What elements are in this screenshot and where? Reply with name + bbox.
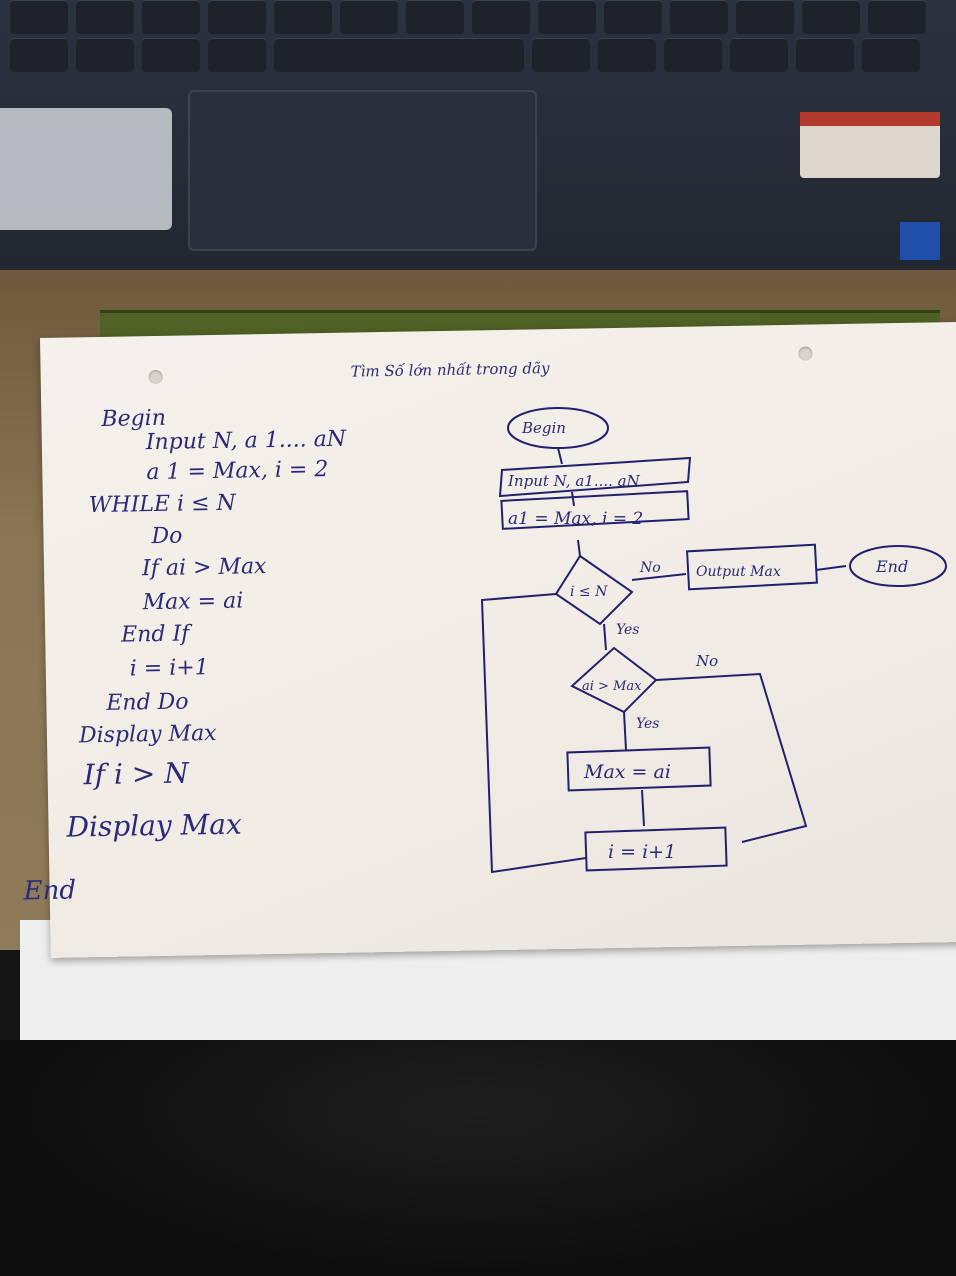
loop-back-line [480, 593, 587, 874]
flowchart-shapes [480, 407, 947, 874]
increment-process [584, 826, 728, 872]
end-terminal [849, 545, 947, 587]
decision-i-le-n [554, 554, 634, 626]
laptop-spec-sticker [0, 108, 172, 230]
arrow-yes [623, 711, 627, 751]
keyboard-row [10, 38, 920, 78]
cond2-label: ai > Max [582, 679, 642, 694]
arrow-no [631, 573, 687, 581]
arrow [577, 539, 581, 557]
floor [0, 1040, 956, 1276]
input-label: Input N, a1.... aN [507, 472, 641, 490]
cond1-label: i ≤ N [570, 584, 608, 600]
assign-process [566, 746, 712, 792]
arrow [641, 789, 645, 827]
yes2-label: Yes [636, 716, 660, 732]
arrow [815, 565, 847, 571]
arrow-no-loop [655, 672, 808, 843]
input-parallelogram [498, 456, 692, 498]
arrow [571, 491, 575, 507]
output-process [686, 543, 818, 591]
arrow-yes [603, 623, 607, 651]
touchpad [188, 90, 537, 251]
begin-label: Begin [521, 419, 566, 437]
output-label: Output Max [696, 564, 781, 580]
keyboard-row [10, 0, 926, 40]
no2-label: No [695, 652, 718, 670]
product-sticker [800, 112, 940, 178]
assign-label: Max = ai [583, 761, 671, 783]
no1-label: No [639, 560, 661, 576]
init-label: a1 = Max, i = 2 [508, 509, 643, 529]
yes1-label: Yes [616, 622, 640, 638]
arrow [557, 447, 563, 465]
end-label: End [875, 557, 908, 576]
laptop [0, 0, 956, 290]
intel-sticker [900, 222, 940, 260]
init-process [500, 490, 690, 530]
inc-label: i = i+1 [608, 841, 676, 863]
